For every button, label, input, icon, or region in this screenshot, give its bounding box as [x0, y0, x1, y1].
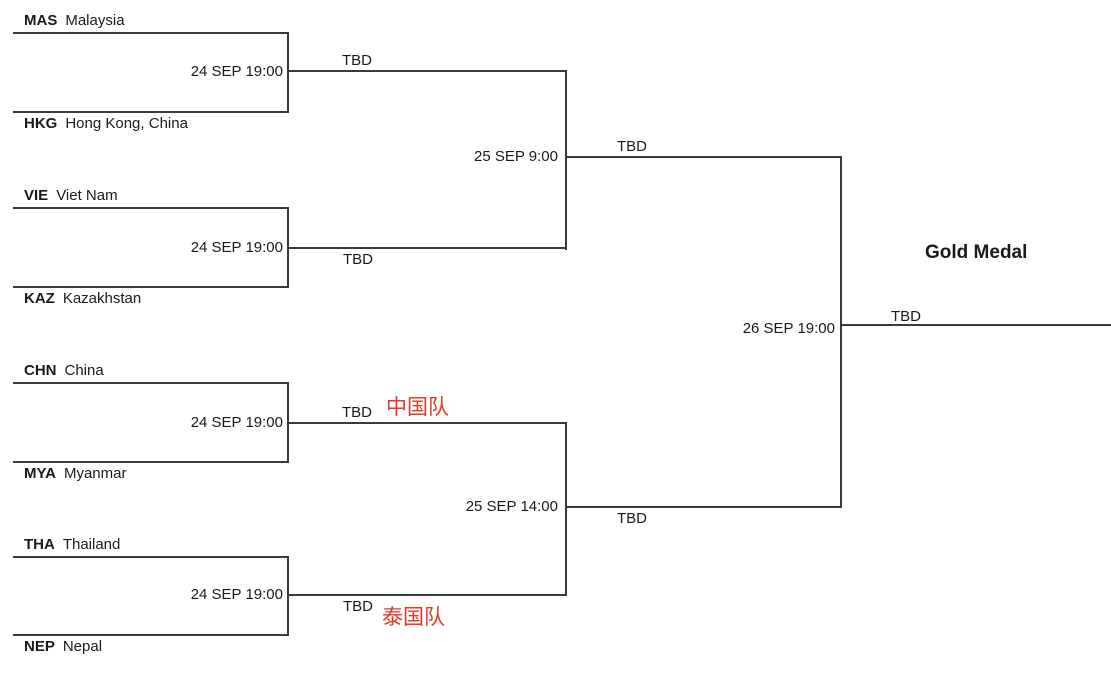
- match3-winner-annotation-china: 中国队: [386, 396, 449, 419]
- match1-time: 24 SEP 19:00: [190, 63, 283, 80]
- match1-top-line: [13, 32, 289, 34]
- match3-winner-tbd: TBD: [342, 404, 372, 421]
- match2-bottom-line: [13, 286, 289, 288]
- semifinal2-time: 25 SEP 14:00: [465, 498, 558, 515]
- semifinal2-winner-line: [565, 506, 842, 508]
- final-vertical-line: [840, 156, 842, 508]
- match2-bottom-team: KAZ Kazakhstan: [24, 290, 141, 308]
- match4-time: 24 SEP 19:00: [190, 586, 283, 603]
- team-name: Thailand: [62, 536, 121, 553]
- match4-bottom-team: NEP Nepal: [24, 638, 102, 656]
- match4-winner-annotation-thailand: 泰国队: [382, 606, 445, 629]
- match1-vertical-line: [287, 32, 289, 113]
- semifinal2-vertical-line: [565, 422, 567, 596]
- match1-top-team: MAS Malaysia: [24, 12, 125, 30]
- team-name: Nepal: [62, 638, 103, 655]
- team-name: Hong Kong, China: [65, 115, 188, 132]
- team-code: NEP: [24, 638, 55, 655]
- team-code: THA: [24, 536, 55, 553]
- team-code: CHN: [24, 362, 57, 379]
- team-name: Kazakhstan: [62, 290, 142, 307]
- match2-time: 24 SEP 19:00: [190, 239, 283, 256]
- match2-top-line: [13, 207, 289, 209]
- match1-bottom-line: [13, 111, 289, 113]
- semifinal1-vertical-line: [565, 70, 567, 250]
- team-name: Viet Nam: [56, 187, 118, 204]
- match3-top-line: [13, 382, 289, 384]
- team-code: HKG: [24, 115, 58, 132]
- team-name: Myanmar: [63, 465, 127, 482]
- semifinal1-winner-tbd: TBD: [617, 138, 647, 155]
- semifinal1-winner-line: [565, 156, 842, 158]
- team-name: China: [64, 362, 104, 379]
- match4-bottom-line: [13, 634, 289, 636]
- match1-winner-tbd: TBD: [342, 52, 372, 69]
- match4-winner-line: [287, 594, 567, 596]
- team-name: Malaysia: [65, 12, 125, 29]
- match1-bottom-team: HKG Hong Kong, China: [24, 115, 188, 133]
- match3-winner-line: [287, 422, 567, 424]
- semifinal1-time: 25 SEP 9:00: [474, 148, 558, 165]
- match3-bottom-line: [13, 461, 289, 463]
- match2-winner-tbd: TBD: [343, 251, 373, 268]
- match1-winner-line: [287, 70, 567, 72]
- team-code: VIE: [24, 187, 49, 204]
- match4-top-line: [13, 556, 289, 558]
- match4-vertical-line: [287, 556, 289, 636]
- match3-time: 24 SEP 19:00: [190, 414, 283, 431]
- team-code: MAS: [24, 12, 58, 29]
- match2-winner-line: [287, 247, 567, 249]
- final-winner-line: [840, 324, 1111, 326]
- match3-top-team: CHN China: [24, 362, 104, 380]
- match3-bottom-team: MYA Myanmar: [24, 465, 126, 483]
- team-code: KAZ: [24, 290, 55, 307]
- match4-top-team: THA Thailand: [24, 536, 120, 554]
- final-winner-tbd: TBD: [891, 308, 921, 325]
- team-code: MYA: [24, 465, 56, 482]
- match4-winner-tbd: TBD: [343, 598, 373, 615]
- match2-top-team: VIE Viet Nam: [24, 187, 118, 205]
- semifinal2-winner-tbd: TBD: [617, 510, 647, 527]
- final-time: 26 SEP 19:00: [742, 320, 835, 337]
- gold-medal-title: Gold Medal: [925, 242, 1028, 263]
